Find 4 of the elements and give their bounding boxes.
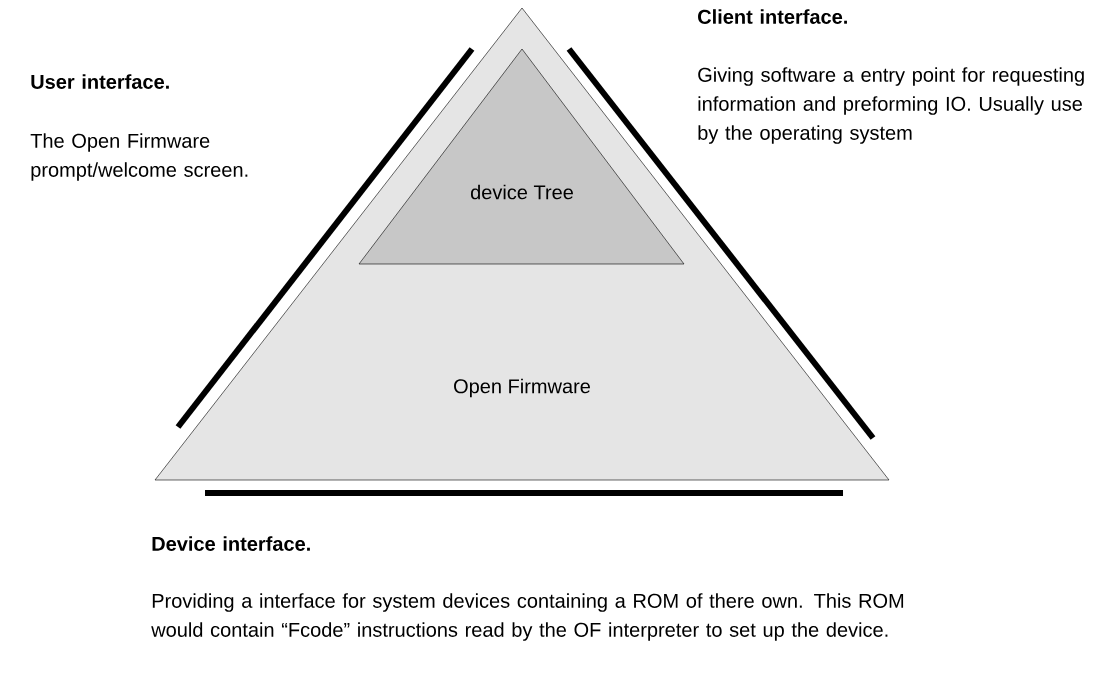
heading: Device interface. — [152, 536, 310, 551]
triangle: device Tree — [358, 48, 685, 265]
description-text: Providing a interface for system devices containing a ROM of there own. This ROM would contain “Fcode” instructions read by the OF interpreter to set up the device. — [151, 593, 904, 641]
heading: Client interface. — [698, 9, 847, 24]
